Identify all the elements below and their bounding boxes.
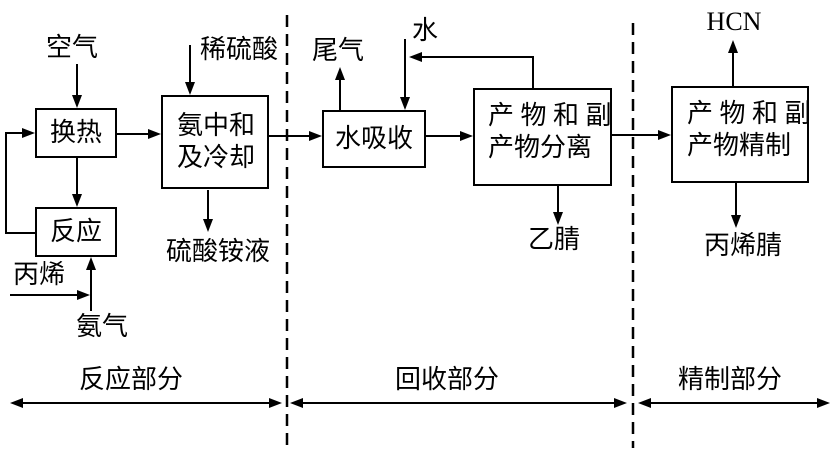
box-product-refining-line1: 产 物 和 副 bbox=[687, 99, 811, 128]
box-ammonia-neutralization: 氨中和 及冷却 bbox=[161, 95, 269, 189]
box-product-separation: 产 物 和 副 产物分离 bbox=[473, 88, 612, 186]
box-product-separation-line1: 产 物 和 副 bbox=[488, 101, 612, 130]
label-tail-gas: 尾气 bbox=[311, 36, 365, 65]
box-ammonia-neutralization-line2: 及冷却 bbox=[177, 143, 256, 172]
label-hcn: HCN bbox=[706, 7, 762, 36]
label-acetonitrile: 乙腈 bbox=[527, 225, 581, 254]
label-section-refining: 精制部分 bbox=[677, 365, 783, 394]
box-reaction: 反应 bbox=[35, 207, 117, 257]
label-ammonium-sulfate: 硫酸铵液 bbox=[165, 237, 271, 266]
box-product-refining: 产 物 和 副 产物精制 bbox=[671, 86, 811, 183]
box-ammonia-neutralization-line1: 氨中和 bbox=[177, 111, 256, 140]
arrow-acrylonitrile-out bbox=[731, 183, 741, 228]
box-heat-exchange-label: 换热 bbox=[49, 118, 102, 147]
arrow-acetonitrile-out bbox=[553, 186, 563, 225]
label-section-recovery: 回收部分 bbox=[394, 365, 500, 394]
arrow-heatexchange-to-neutralization bbox=[117, 129, 161, 139]
arrow-ammonium-sulfate-out bbox=[203, 190, 213, 232]
arrow-acid-in bbox=[185, 45, 195, 95]
label-propylene: 丙烯 bbox=[12, 260, 66, 289]
arrow-tailgas-out bbox=[335, 67, 345, 110]
arrow-neutralization-to-absorption bbox=[269, 131, 322, 141]
box-water-absorption-label: 水吸收 bbox=[334, 124, 413, 153]
arrow-separation-water-recycle bbox=[409, 52, 534, 88]
arrow-heatexchange-to-reaction bbox=[72, 158, 82, 207]
span-arrow-recovery-section bbox=[290, 398, 627, 408]
box-heat-exchange: 换热 bbox=[35, 108, 117, 158]
box-product-separation-line2: 产物分离 bbox=[488, 133, 593, 162]
span-arrow-reaction-section bbox=[10, 398, 282, 408]
label-ammonia: 氨气 bbox=[75, 312, 129, 341]
arrow-reaction-recycle-loop bbox=[5, 128, 35, 234]
label-dilute-sulfuric-acid: 稀硫酸 bbox=[199, 35, 279, 64]
arrow-ammonia-in bbox=[86, 257, 96, 311]
arrow-propylene-in bbox=[10, 290, 90, 300]
arrow-separation-to-refining bbox=[612, 130, 671, 140]
label-water: 水 bbox=[411, 16, 439, 45]
label-air: 空气 bbox=[45, 33, 99, 62]
box-product-refining-line2: 产物精制 bbox=[687, 131, 792, 160]
box-reaction-label: 反应 bbox=[49, 217, 102, 246]
arrow-water-in bbox=[400, 39, 410, 110]
span-arrow-refining-section bbox=[638, 398, 830, 408]
label-acrylonitrile: 丙烯腈 bbox=[703, 231, 783, 260]
arrow-air-in bbox=[72, 64, 82, 108]
label-section-reaction: 反应部分 bbox=[78, 365, 184, 394]
arrow-hcn-out bbox=[728, 40, 738, 86]
arrow-absorption-to-separation bbox=[426, 131, 473, 141]
box-water-absorption: 水吸收 bbox=[322, 110, 426, 168]
